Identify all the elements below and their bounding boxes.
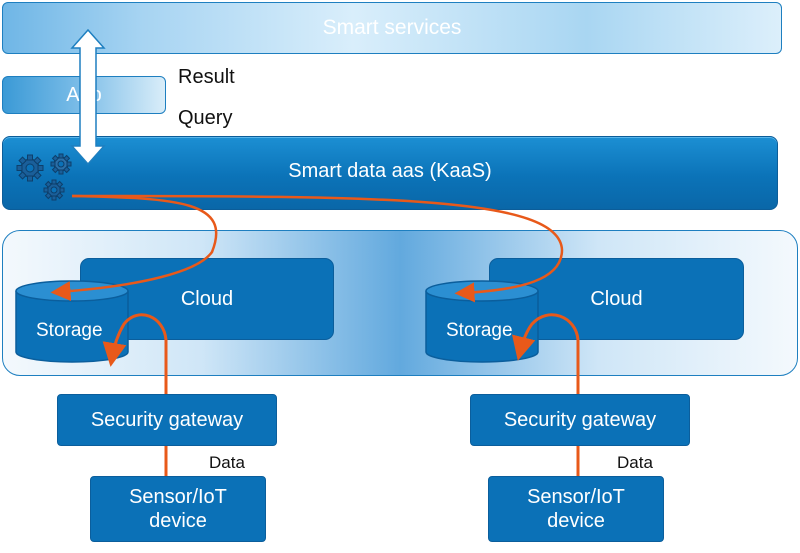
result-label: Result: [178, 66, 235, 88]
smart-services-bar: Smart services: [2, 2, 782, 54]
smart-data-kaas-bar: Smart data aas (KaaS): [2, 136, 778, 210]
data-label-left: Data: [209, 453, 245, 473]
cloud-label-left: Cloud: [180, 287, 234, 310]
storage-label-left: Storage: [36, 320, 103, 341]
security-gateway-right: Security gateway: [470, 394, 690, 446]
sensor-label-left-line1: Sensor/IoT: [129, 486, 227, 508]
cloud-box-right: Cloud: [489, 258, 744, 340]
sensor-label-left-line2: device: [149, 510, 207, 532]
query-label: Query: [178, 107, 233, 129]
storage-label-right: Storage: [446, 320, 513, 341]
sensor-label-right-line1: Sensor/IoT: [527, 486, 625, 508]
data-label-right-text: Data: [617, 453, 653, 472]
app-label: App: [66, 83, 102, 106]
security-gateway-label-left: Security gateway: [90, 408, 244, 431]
security-gateway-left: Security gateway: [57, 394, 277, 446]
smart-data-kaas-label: Smart data aas (KaaS): [288, 159, 492, 182]
cloud-label-right: Cloud: [590, 287, 643, 310]
smart-services-label: Smart services: [322, 16, 462, 39]
cloud-box-left: Cloud: [80, 258, 334, 340]
sensor-label-right-line2: device: [547, 510, 605, 532]
app-box: App: [2, 76, 166, 114]
sensor-iot-device-left: Sensor/IoT device: [90, 476, 266, 542]
sensor-iot-device-right: Sensor/IoT device: [488, 476, 664, 542]
data-label-left-text: Data: [209, 453, 245, 472]
data-label-right: Data: [617, 453, 653, 473]
security-gateway-label-right: Security gateway: [503, 408, 657, 431]
